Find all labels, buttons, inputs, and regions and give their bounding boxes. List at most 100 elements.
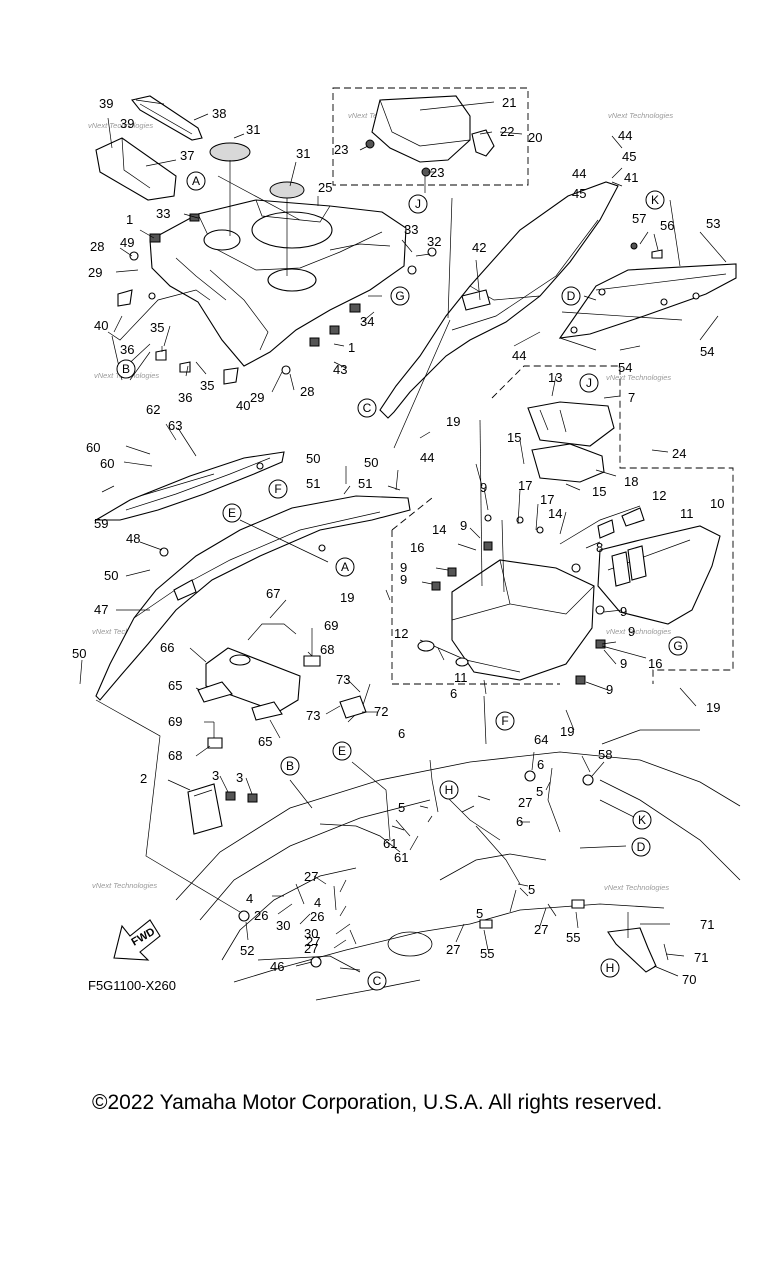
watermark-text: vNext Technologies xyxy=(92,881,157,890)
part-callout-number: 58 xyxy=(598,747,612,762)
part-callout-number: 39 xyxy=(120,116,134,131)
part-callout-number: 51 xyxy=(358,476,372,491)
part-callout-number: 71 xyxy=(700,917,714,932)
part-callout-number: 11 xyxy=(680,506,694,521)
watermark-text: vNext Technologies xyxy=(606,373,671,382)
reference-circle xyxy=(332,741,352,761)
part-callout-number: 5 xyxy=(536,784,543,799)
part-callout-number: 55 xyxy=(480,946,494,961)
part-callout-number: 61 xyxy=(394,850,408,865)
reference-marker: E xyxy=(222,503,242,523)
part-callout-number: 72 xyxy=(374,704,388,719)
part-callout-number: 66 xyxy=(160,640,174,655)
part-callout-number: 15 xyxy=(592,484,606,499)
hatch-cover-assembly xyxy=(365,95,495,177)
reference-marker: J xyxy=(579,373,599,393)
part-callout-number: 12 xyxy=(394,626,408,641)
part-callout-number: 50 xyxy=(364,455,378,470)
part-callout-number: 28 xyxy=(300,384,314,399)
part-callout-number: 12 xyxy=(652,488,666,503)
part-callout-number: 50 xyxy=(104,568,118,583)
part-callout-number: 36 xyxy=(178,390,192,405)
reference-circle xyxy=(335,557,355,577)
part-callout-number: 55 xyxy=(566,930,580,945)
part-callout-number: 43 xyxy=(333,362,347,377)
part-callout-number: 52 xyxy=(240,943,254,958)
part-callout-number: 31 xyxy=(246,122,260,137)
reference-circle xyxy=(367,971,387,991)
part-callout-number: 9 xyxy=(460,518,467,533)
part-callout-number: 1 xyxy=(348,340,355,355)
deck-assembly xyxy=(95,95,437,385)
part-callout-number: 3 xyxy=(212,768,219,783)
side-panel-left-long xyxy=(95,495,411,701)
reference-marker: B xyxy=(116,359,136,379)
reference-letter: H xyxy=(445,783,454,797)
part-callout-number: 36 xyxy=(120,342,134,357)
part-callout-number: 44 xyxy=(512,348,526,363)
reference-letter: D xyxy=(637,840,646,854)
part-callout-number: 23 xyxy=(334,142,348,157)
drawing-code: F5G1100-X260 xyxy=(88,978,176,993)
part-callout-number: 9 xyxy=(628,624,635,639)
part-callout-number: 19 xyxy=(560,724,574,739)
part-callout-number: 26 xyxy=(310,909,324,924)
part-callout-number: 49 xyxy=(120,235,134,250)
reference-circle xyxy=(645,190,665,210)
reference-letter: G xyxy=(673,639,682,653)
reference-circle xyxy=(186,171,206,191)
reference-circle xyxy=(600,958,620,978)
part-callout-number: 44 xyxy=(420,450,434,465)
part-callout-number: 27 xyxy=(518,795,532,810)
part-callout-number: 27 xyxy=(446,942,460,957)
part-callout-number: 2 xyxy=(140,771,147,786)
part-callout-number: 19 xyxy=(340,590,354,605)
part-callout-number: 41 xyxy=(624,170,638,185)
hull-lower-outline xyxy=(175,695,741,1001)
part-callout-number: 38 xyxy=(212,106,226,121)
part-callout-number: 5 xyxy=(476,906,483,921)
part-callout-number: 10 xyxy=(710,496,724,511)
part-callout-number: 9 xyxy=(620,656,627,671)
reference-circle xyxy=(222,503,242,523)
part-callout-number: 64 xyxy=(534,732,548,747)
part-callout-number: 16 xyxy=(648,656,662,671)
part-callout-number: 15 xyxy=(507,430,521,445)
reference-letter: K xyxy=(651,193,659,207)
reference-circle xyxy=(439,780,459,800)
reference-letter: E xyxy=(228,506,236,520)
reference-letter: J xyxy=(415,197,421,211)
part-callout-number: 60 xyxy=(86,440,100,455)
part-callout-number: 59 xyxy=(94,516,108,531)
part-callout-number: 60 xyxy=(100,456,114,471)
side-panel-right xyxy=(379,181,737,419)
part-callout-number: 26 xyxy=(254,908,268,923)
reference-letter: G xyxy=(395,289,404,303)
reference-circle xyxy=(357,398,377,418)
part-callout-number: 50 xyxy=(72,646,86,661)
part-callout-number: 29 xyxy=(88,265,102,280)
reference-letter: F xyxy=(501,714,508,728)
part-callout-number: 53 xyxy=(706,216,720,231)
storage-assembly xyxy=(417,401,721,685)
reference-marker: F xyxy=(268,479,288,499)
part-callout-number: 33 xyxy=(156,206,170,221)
reference-letter: C xyxy=(363,401,372,415)
reference-circle xyxy=(268,479,288,499)
reference-marker: F xyxy=(495,711,515,731)
part-callout-number: 68 xyxy=(320,642,334,657)
part-callout-number: 48 xyxy=(126,531,140,546)
reference-marker: C xyxy=(357,398,377,418)
reference-letter: K xyxy=(638,813,646,827)
reference-circle xyxy=(579,373,599,393)
part-callout-number: 65 xyxy=(168,678,182,693)
part-callout-number: 34 xyxy=(360,314,374,329)
part-callout-number: 69 xyxy=(168,714,182,729)
reference-letter: A xyxy=(192,174,200,188)
part-callout-number: 6 xyxy=(398,726,405,741)
part-callout-number: 28 xyxy=(90,239,104,254)
part-callout-number: 9 xyxy=(400,572,407,587)
part-callout-number: 19 xyxy=(706,700,720,715)
part-callout-number: 27 xyxy=(304,869,318,884)
